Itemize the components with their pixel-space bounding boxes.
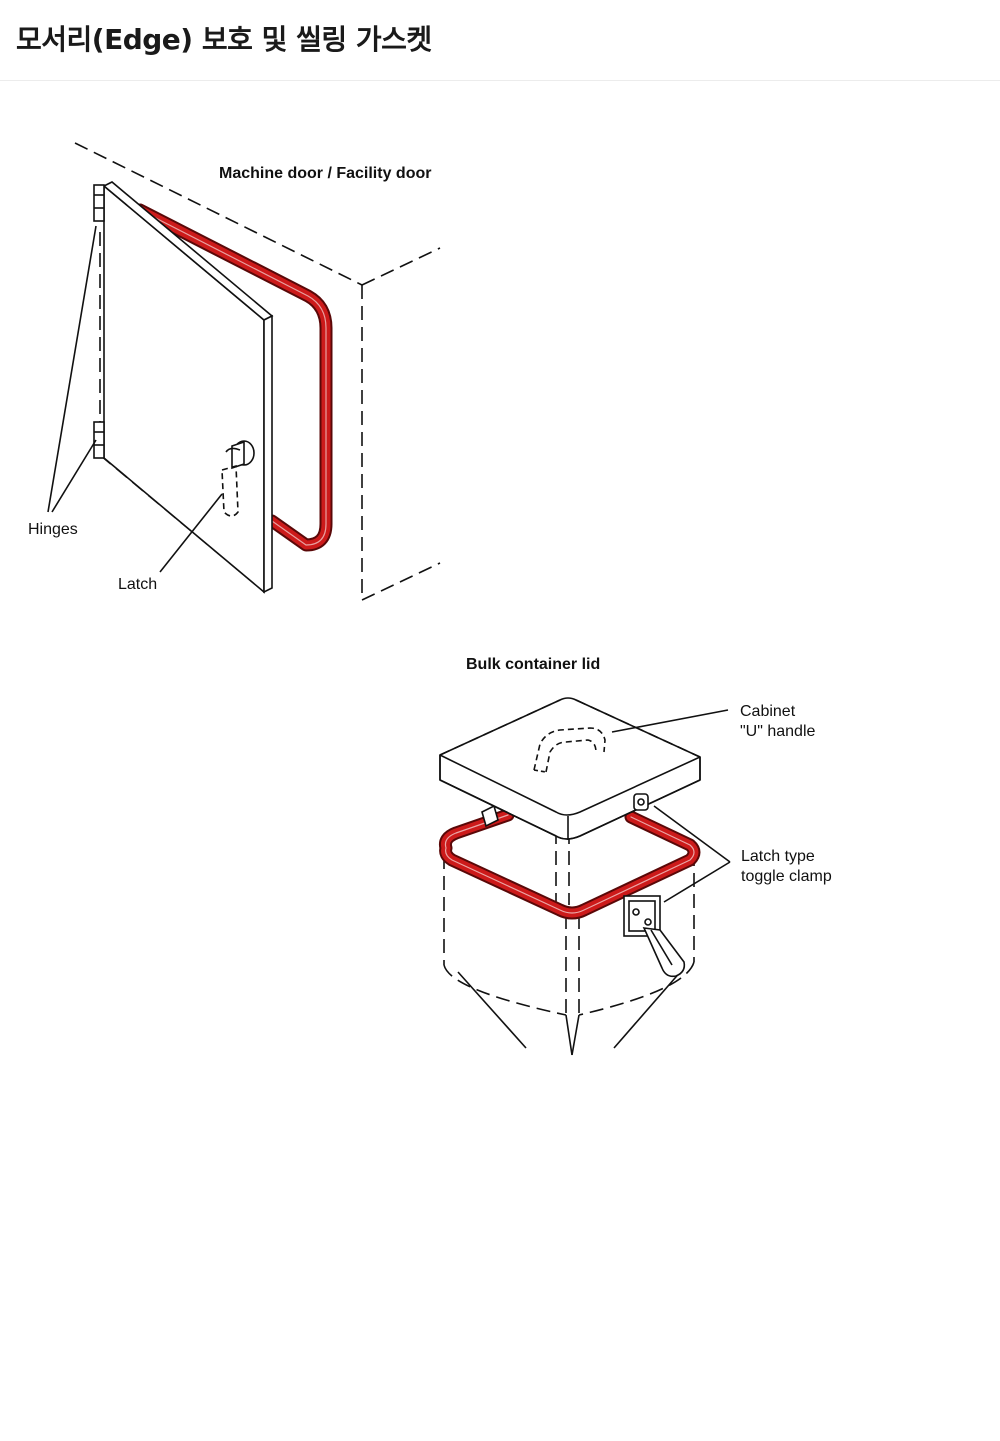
handle-label-line2: "U" handle xyxy=(740,723,816,740)
clamp-hook xyxy=(633,793,649,811)
latch-leader xyxy=(159,493,223,573)
door-latch xyxy=(221,440,255,517)
cabinet-u-handle xyxy=(533,727,606,773)
hinge-bottom xyxy=(93,421,105,459)
hinges-label: Hinges xyxy=(28,521,78,538)
container-caption: Bulk container lid xyxy=(466,656,600,673)
page-title: 모서리(Edge) 보호 및 씰링 가스켓 xyxy=(16,23,432,56)
door-gasket xyxy=(133,203,333,552)
handle-leader xyxy=(611,709,729,733)
door-figure: Machine door / Facility door Hinges Latc… xyxy=(28,142,441,601)
clamp-leader-1 xyxy=(653,805,731,863)
door-panel xyxy=(102,181,274,594)
page-header: 모서리(Edge) 보호 및 씰링 가스켓 xyxy=(0,0,1000,81)
latch-label: Latch xyxy=(118,576,157,593)
container-body xyxy=(443,830,695,1056)
container-hinge xyxy=(481,804,499,828)
clamp-leader-2 xyxy=(663,861,731,903)
container-figure: Bulk container lid Cabinet "U" handle La… xyxy=(439,656,832,1056)
container-gasket xyxy=(439,808,701,920)
toggle-clamp xyxy=(623,895,686,978)
hinge-top xyxy=(93,184,105,222)
clamp-label-line2: toggle clamp xyxy=(741,868,832,885)
door-caption: Machine door / Facility door xyxy=(219,165,431,182)
hinges-leader-1 xyxy=(47,225,97,513)
clamp-label-line1: Latch type xyxy=(741,848,815,865)
handle-label-line1: Cabinet xyxy=(740,703,796,720)
hinges-leader-2 xyxy=(51,439,97,513)
